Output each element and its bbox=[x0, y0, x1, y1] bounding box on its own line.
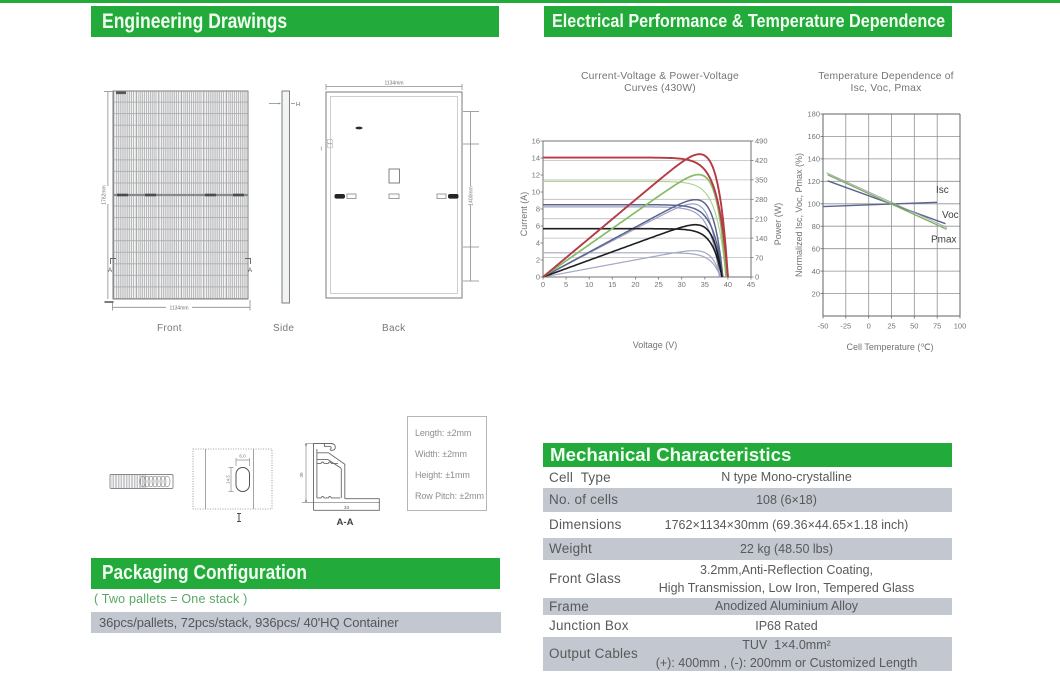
svg-text:280: 280 bbox=[755, 195, 768, 204]
svg-text:10: 10 bbox=[532, 188, 540, 197]
svg-text:Voc: Voc bbox=[942, 210, 959, 221]
svg-text:160: 160 bbox=[807, 132, 820, 141]
svg-text:Voltage (V): Voltage (V) bbox=[633, 340, 678, 350]
svg-text:420: 420 bbox=[755, 156, 768, 165]
svg-text:1400mm: 1400mm bbox=[469, 186, 475, 205]
svg-text:490: 490 bbox=[755, 137, 768, 146]
svg-text:5: 5 bbox=[564, 280, 568, 289]
svg-text:120: 120 bbox=[807, 177, 820, 186]
svg-text:15: 15 bbox=[608, 280, 616, 289]
svg-text:A: A bbox=[108, 268, 112, 274]
svg-text:-25: -25 bbox=[840, 322, 851, 331]
svg-text:20: 20 bbox=[812, 289, 820, 298]
svg-text:350: 350 bbox=[755, 176, 768, 185]
svg-text:30: 30 bbox=[678, 280, 686, 289]
svg-text:I: I bbox=[321, 147, 322, 153]
svg-text:180: 180 bbox=[807, 110, 820, 119]
svg-text:2: 2 bbox=[536, 256, 540, 265]
svg-text:14.5: 14.5 bbox=[226, 475, 231, 484]
svg-text:6.0: 6.0 bbox=[239, 454, 246, 459]
svg-text:H: H bbox=[296, 102, 300, 108]
svg-text:12: 12 bbox=[532, 171, 540, 180]
svg-text:14: 14 bbox=[532, 154, 540, 163]
svg-text:0: 0 bbox=[536, 273, 540, 282]
svg-text:Current (A): Current (A) bbox=[519, 192, 529, 237]
svg-text:33: 33 bbox=[344, 505, 350, 511]
svg-text:0: 0 bbox=[867, 322, 871, 331]
svg-text:Pmax: Pmax bbox=[931, 235, 957, 246]
svg-text:45: 45 bbox=[747, 280, 755, 289]
svg-text:0: 0 bbox=[755, 273, 759, 282]
svg-text:140: 140 bbox=[755, 234, 768, 243]
svg-text:20: 20 bbox=[631, 280, 639, 289]
svg-text:75: 75 bbox=[933, 322, 941, 331]
svg-text:1762mm: 1762mm bbox=[102, 185, 108, 204]
svg-text:40: 40 bbox=[812, 267, 820, 276]
svg-text:-50: -50 bbox=[818, 322, 829, 331]
svg-text:70: 70 bbox=[755, 253, 763, 262]
svg-text:A: A bbox=[248, 268, 252, 274]
svg-text:60: 60 bbox=[812, 244, 820, 253]
svg-text:210: 210 bbox=[755, 214, 768, 223]
svg-text:100: 100 bbox=[807, 200, 820, 209]
svg-text:80: 80 bbox=[812, 222, 820, 231]
svg-text:30: 30 bbox=[299, 472, 304, 478]
svg-text:A-A: A-A bbox=[337, 517, 354, 528]
svg-text:Cell Temperature (℃): Cell Temperature (℃) bbox=[847, 342, 934, 352]
svg-text:Power (W): Power (W) bbox=[773, 203, 783, 246]
svg-text:40: 40 bbox=[724, 280, 732, 289]
svg-text:35: 35 bbox=[701, 280, 709, 289]
svg-text:25: 25 bbox=[654, 280, 662, 289]
svg-text:Isc: Isc bbox=[936, 185, 949, 196]
svg-text:8: 8 bbox=[536, 205, 540, 214]
svg-text:25: 25 bbox=[887, 322, 895, 331]
svg-text:10: 10 bbox=[585, 280, 593, 289]
svg-text:50: 50 bbox=[910, 322, 918, 331]
svg-text:Normalized Isc, Voc, Pmax (%): Normalized Isc, Voc, Pmax (%) bbox=[794, 153, 804, 277]
svg-text:6: 6 bbox=[536, 222, 540, 231]
svg-text:4: 4 bbox=[536, 239, 540, 248]
svg-text:1134mm: 1134mm bbox=[169, 305, 188, 311]
svg-text:100: 100 bbox=[954, 322, 967, 331]
svg-text:1134mm: 1134mm bbox=[384, 81, 403, 87]
svg-text:16: 16 bbox=[532, 137, 540, 146]
svg-text:140: 140 bbox=[807, 155, 820, 164]
svg-text:0: 0 bbox=[541, 280, 545, 289]
